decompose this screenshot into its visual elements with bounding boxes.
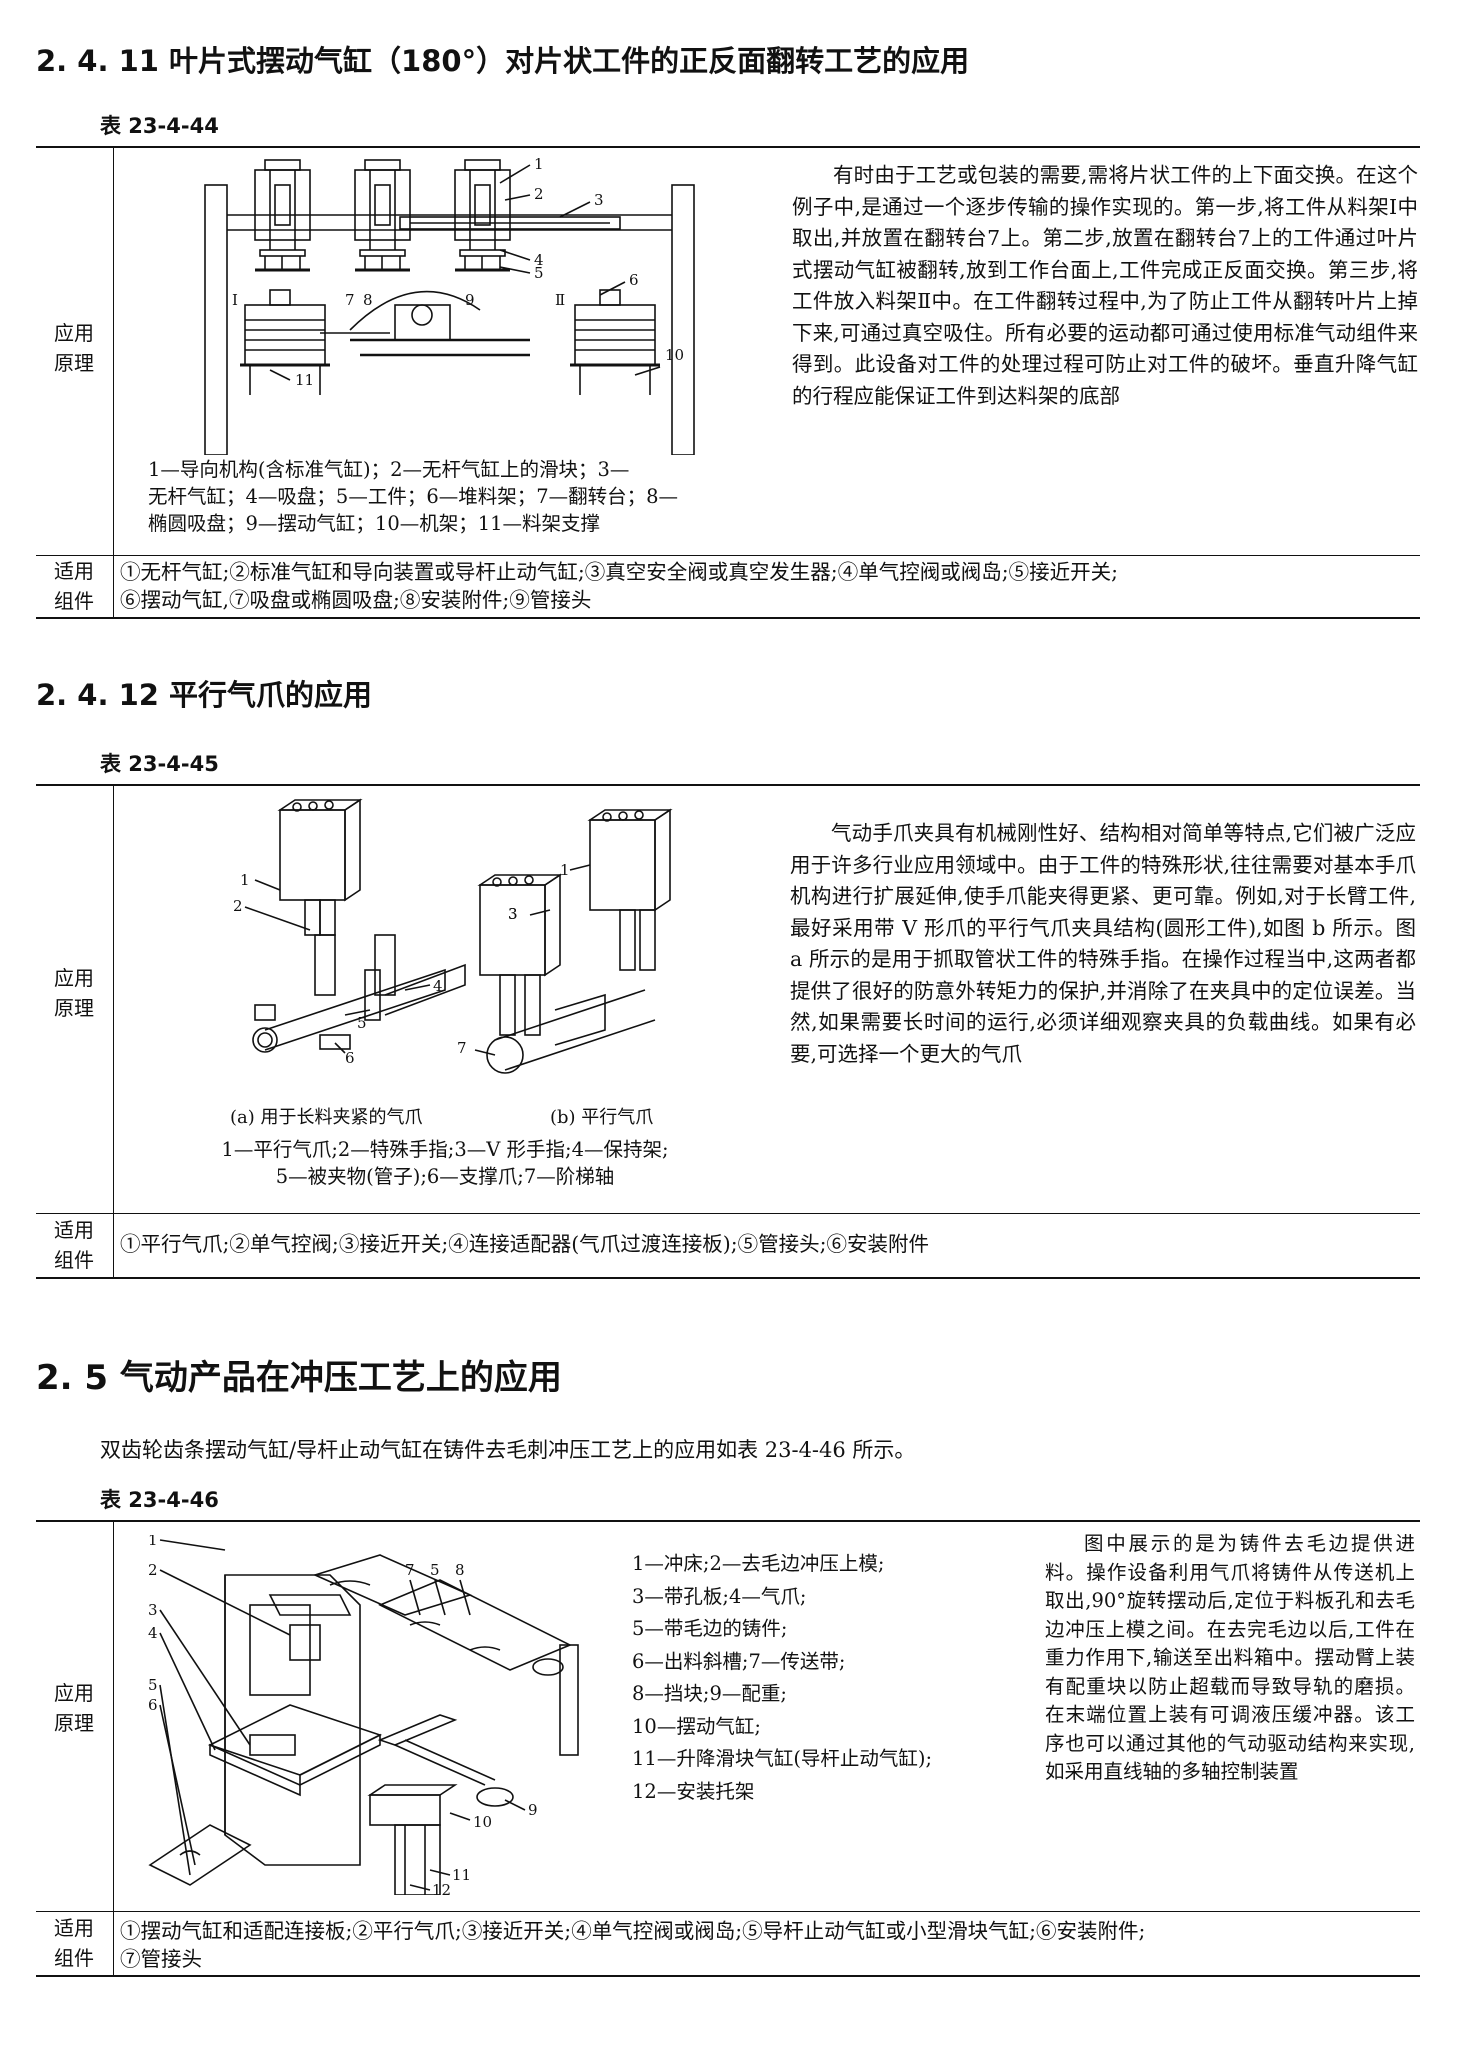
svg-text:3: 3 xyxy=(594,191,604,209)
figure-legend: 1—导向机构(含标准气缸)；2—无杆气缸上的滑块；3— 无杆气缸；4—吸盘；5—… xyxy=(148,458,679,535)
svg-text:4: 4 xyxy=(148,1624,158,1642)
svg-text:9: 9 xyxy=(465,291,475,309)
svg-text:3: 3 xyxy=(508,905,518,923)
svg-text:1: 1 xyxy=(148,1535,158,1549)
svg-text:8: 8 xyxy=(455,1561,465,1579)
table-label-23-4-45: 表 23-4-45 xyxy=(100,752,219,776)
figure-legend: 1—平行气爪;2—特殊手指;3—V 形手指;4—保持架; 5—被夹物(管子);6… xyxy=(221,1138,669,1188)
caption-a: (a) 用于长料夹紧的气爪 xyxy=(230,1107,423,1128)
components-list: ①平行气爪;②单气控阀;③接近开关;④连接适配器(气爪过渡连接板);⑤管接头;⑥… xyxy=(120,1232,930,1256)
svg-text:10: 10 xyxy=(665,346,684,364)
svg-text:Ⅱ: Ⅱ xyxy=(555,291,565,309)
section-intro: 双齿轮齿条摆动气缸/导杆止动气缸在铸件去毛刺冲压工艺上的应用如表 23-4-46… xyxy=(100,1438,916,1462)
svg-text:3: 3 xyxy=(148,1601,158,1619)
principle-label: 应用 原理 xyxy=(54,321,94,375)
caption-b: (b) 平行气爪 xyxy=(550,1107,654,1128)
svg-text:1: 1 xyxy=(534,155,544,173)
svg-text:2: 2 xyxy=(233,897,243,915)
svg-text:4: 4 xyxy=(433,977,443,995)
svg-text:5: 5 xyxy=(148,1676,158,1694)
section-heading-2-4-11: 2. 4. 11 叶片式摆动气缸（180°）对片状工件的正反面翻转工艺的应用 xyxy=(36,44,970,78)
svg-text:5: 5 xyxy=(357,1014,367,1032)
figure-parallel-gripper: 1 2 3 4 5 6 7 1 3 xyxy=(233,798,673,1074)
principle-label: 应用 原理 xyxy=(54,1681,94,1735)
components-list: ①摆动气缸和适配连接板;②平行气爪;③接近开关;④单气控阀或阀岛;⑤导杆止动气缸… xyxy=(120,1919,1146,1971)
figure-legend: 1—冲床;2—去毛边冲压上模; 3—带孔板;4—气爪; 5—带毛边的铸件; 6—… xyxy=(632,1552,933,1803)
svg-text:4: 4 xyxy=(534,251,544,269)
svg-text:6: 6 xyxy=(345,1049,355,1067)
svg-text:6: 6 xyxy=(629,271,639,289)
svg-text:9: 9 xyxy=(528,1801,538,1819)
svg-text:5: 5 xyxy=(430,1561,440,1579)
svg-text:12: 12 xyxy=(432,1881,451,1895)
svg-text:8: 8 xyxy=(363,291,373,309)
components-label: 适用 组件 xyxy=(54,559,94,613)
principle-description: 气动手爪夹具有机械刚性好、结构相对简单等特点,它们被广泛应用于许多行业应用领域中… xyxy=(790,821,1416,1066)
svg-text:6: 6 xyxy=(148,1696,158,1714)
svg-text:7: 7 xyxy=(457,1039,467,1057)
section-heading-2-5: 2. 5 气动产品在冲压工艺上的应用 xyxy=(36,1358,562,1398)
svg-text:7: 7 xyxy=(405,1561,415,1579)
figure-deburring-press: 1 2 3 4 5 6 7 5 8 9 10 11 12 xyxy=(148,1535,579,1895)
components-label: 适用 组件 xyxy=(54,1916,94,1970)
principle-label: 应用 原理 xyxy=(54,966,94,1020)
section-heading-2-4-12: 2. 4. 12 平行气爪的应用 xyxy=(36,678,373,712)
svg-text:1: 1 xyxy=(560,861,570,879)
svg-text:2: 2 xyxy=(148,1561,158,1579)
svg-text:11: 11 xyxy=(295,371,314,389)
svg-text:7: 7 xyxy=(345,291,355,309)
svg-text:2: 2 xyxy=(534,185,544,203)
svg-text:5: 5 xyxy=(534,264,544,282)
components-label: 适用 组件 xyxy=(54,1218,94,1272)
svg-text:11: 11 xyxy=(452,1866,471,1884)
svg-text:Ⅰ: Ⅰ xyxy=(232,291,238,309)
principle-description: 图中展示的是为铸件去毛边提供进料。操作设备利用气爪将铸件从传送机上取出,90°旋… xyxy=(1045,1532,1415,1783)
svg-text:10: 10 xyxy=(473,1813,492,1831)
table-label-23-4-46: 表 23-4-46 xyxy=(100,1488,219,1512)
figure-flip-station: 1 2 3 4 5 6 7 8 9 10 11 Ⅰ Ⅱ xyxy=(204,155,695,455)
table-label-23-4-44: 表 23-4-44 xyxy=(100,114,219,138)
svg-text:1: 1 xyxy=(240,871,250,889)
components-list: ①无杆气缸;②标准气缸和导向装置或导杆止动气缸;③真空安全阀或真空发生器;④单气… xyxy=(120,560,1119,612)
principle-description: 有时由于工艺或包装的需要,需将片状工件的上下面交换。在这个例子中,是通过一个逐步… xyxy=(792,163,1418,408)
svg-text:3: 3 xyxy=(508,905,518,923)
